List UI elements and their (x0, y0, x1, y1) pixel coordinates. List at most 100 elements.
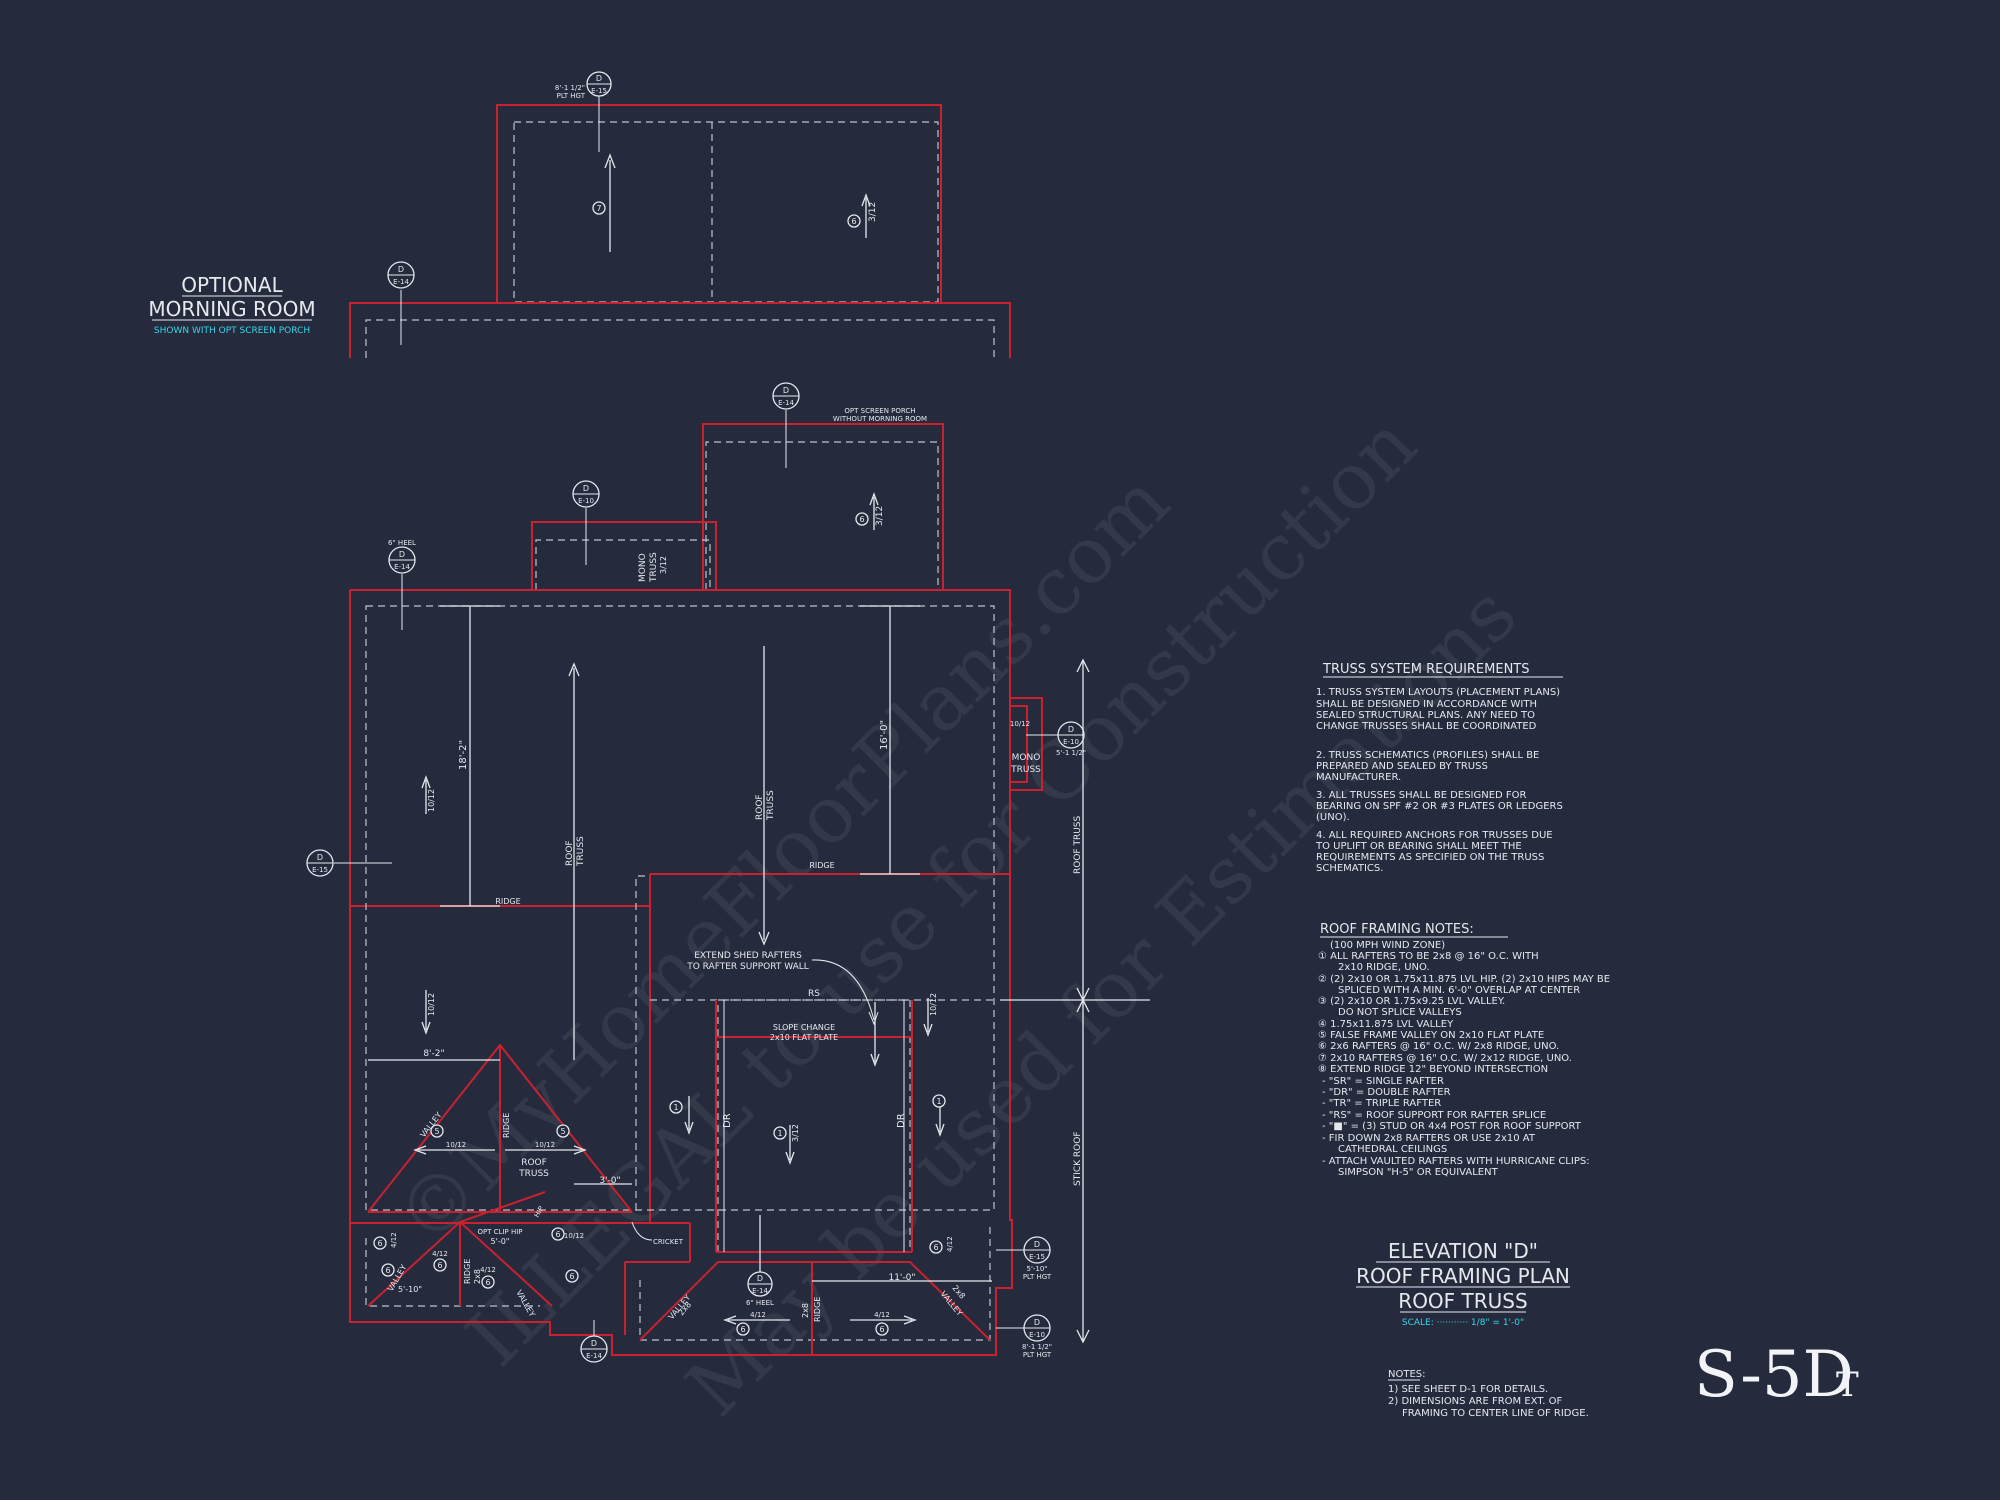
roof-framing-notes: ROOF FRAMING NOTES: (100 MPH WIND ZONE) … (1318, 922, 1610, 1178)
plate-height-value: 5'-10" (1026, 1265, 1047, 1273)
title-scale: SCALE: ··········· 1/8" = 1'-0" (1402, 1318, 1524, 1328)
section-bubble-sheet: E-14 (586, 1352, 602, 1360)
section-bubble-letter: D (583, 484, 589, 493)
truss-req-3c: (UNO). (1316, 812, 1350, 823)
plate-height-unit: PLT HGT (1023, 1351, 1052, 1359)
note-6-marker-label: 6 (385, 1266, 390, 1275)
note-6-marker-label: 6 (933, 1243, 938, 1252)
title-truss: ROOF TRUSS (1398, 1289, 1527, 1313)
section-bubble-sheet: E-10 (1029, 1331, 1045, 1339)
truss-req-4a: 4. ALL REQUIRED ANCHORS FOR TRUSSES DUE (1316, 830, 1553, 841)
pitch-label: 10/12 (564, 1232, 584, 1240)
note-6-marker-label: 6 (859, 515, 864, 524)
section-bubble-sheet: E-15 (591, 87, 607, 95)
section-bubble-sheet: E-15 (1029, 1253, 1045, 1261)
roof-note-line: - "RS" = ROOF SUPPORT FOR RAFTER SPLICE (1322, 1110, 1546, 1121)
note-6-marker (736, 1322, 750, 1336)
note-1-marker (773, 1126, 787, 1140)
rs-label: RS (808, 989, 820, 999)
porch-gable (639, 1261, 991, 1341)
dimension-5-10: 5'-10" (398, 1285, 422, 1294)
roof-note-line: ⑥ 2x6 RAFTERS @ 16" O.C. W/ 2x8 RIDGE, U… (1318, 1041, 1559, 1052)
roof-note-line: - ATTACH VAULTED RAFTERS WITH HURRICANE … (1322, 1156, 1590, 1167)
pitch-label: 4/12 (946, 1236, 954, 1252)
pitch-label: 10/12 (446, 1141, 466, 1149)
note-6-marker (551, 1227, 565, 1241)
note-5-marker (556, 1124, 570, 1138)
roof-note-line: - FIR DOWN 2x8 RAFTERS OR USE 2x10 AT (1322, 1133, 1536, 1144)
dimension-8-2: 8'-2" (423, 1049, 444, 1059)
roof-note-line: ⑦ 2x10 RAFTERS @ 16" O.C. W/ 2x12 RIDGE,… (1318, 1053, 1572, 1064)
dimension-16-0: 16'-0" (879, 720, 890, 750)
note-7-marker-label: 7 (596, 204, 601, 213)
roof-note-line: - "■" = (3) STUD OR 4x4 POST FOR ROOF SU… (1322, 1121, 1582, 1132)
section-bubble-letter: D (783, 386, 789, 395)
roof-label: ROOF (521, 1158, 547, 1168)
opt-clip-hip-label: OPT CLIP HIP (477, 1228, 522, 1236)
dr-label-left: DR (722, 1113, 733, 1128)
cricket-label: CRICKET (653, 1238, 684, 1246)
arrow-head (684, 1121, 694, 1135)
ridge-label-left: RIDGE (495, 897, 520, 906)
arrow-head (923, 1023, 933, 1037)
roof-notes-title: ROOF FRAMING NOTES: (1320, 922, 1474, 937)
stick-roof-extent-label: STICK ROOF (1073, 1131, 1083, 1186)
cricket-leader (631, 1221, 653, 1241)
arrow-head (413, 1145, 427, 1155)
note-1-marker-label: 1 (777, 1129, 782, 1138)
note-6-marker-label: 6 (851, 217, 856, 226)
section-bubble-letter: D (1034, 1240, 1040, 1249)
plate-height-unit: PLT HGT (1023, 1273, 1052, 1281)
dimension-5-0: 5'-0" (491, 1237, 510, 1246)
mono-label: MONO (638, 553, 648, 582)
pitch-label: 4/12 (480, 1266, 496, 1274)
pitch-label: 3/12 (659, 556, 668, 574)
note-5-marker-label: 5 (434, 1127, 439, 1136)
note-6-marker-label: 6 (437, 1261, 442, 1270)
note-6-marker-label: 6 (879, 1325, 884, 1334)
roof-label: ROOF (565, 840, 575, 866)
right-mono-bump-inner (1009, 705, 1028, 783)
roof-note-line: SPLICED WITH A MIN. 6'-0" OVERLAP AT CEN… (1338, 985, 1580, 996)
opt-screen-porch-label: OPT SCREEN PORCH (844, 407, 915, 415)
arrow-head (870, 1053, 880, 1067)
ridge-label: RIDGE (813, 1297, 822, 1322)
pitch-label: 10/12 (1010, 720, 1030, 728)
optional-room-subtitle: SHOWN WITH OPT SCREEN PORCH (154, 326, 310, 336)
roof-note-line: SIMPSON "H-5" OR EQUIVALENT (1338, 1167, 1499, 1178)
optional-room-line-2: MORNING ROOM (148, 297, 315, 321)
screen-porch-framing (705, 441, 939, 590)
roof-note-line: - "DR" = DOUBLE RAFTER (1322, 1087, 1451, 1098)
flat-plate-label: 2x10 FLAT PLATE (770, 1033, 838, 1042)
upper-house-wall (349, 302, 1011, 358)
truss-requirements: TRUSS SYSTEM REQUIREMENTS 1. TRUSS SYSTE… (1315, 662, 1563, 874)
note-1-marker (932, 1094, 946, 1108)
roof-note-line: CATHEDRAL CEILINGS (1338, 1144, 1447, 1155)
note-6-marker-label: 6 (377, 1239, 382, 1248)
note-5-marker (430, 1124, 444, 1138)
section-bubble-sheet: E-15 (312, 866, 328, 874)
morning-room-block: 7 6 3/12 D E-15 8'-1 1/2" PLT HGT (496, 71, 942, 304)
rafter-arrow-head (869, 492, 879, 506)
six-heel-label: 6" HEEL (388, 539, 416, 547)
mono-bump-framing (535, 539, 711, 590)
dr-label-right: DR (896, 1113, 907, 1128)
roof-note-line: - "SR" = SINGLE RAFTER (1322, 1076, 1444, 1087)
mono-label-right: MONO (1012, 753, 1041, 763)
front-framing (365, 1238, 540, 1307)
arrow-head (568, 662, 580, 677)
two-by-eight-label: 2x8 (801, 1303, 810, 1318)
pitch-label: 4/12 (874, 1311, 890, 1319)
note-6-marker (433, 1258, 447, 1272)
main-framing (365, 605, 995, 1211)
rafter-arrow-head (604, 153, 616, 169)
section-bubble-sheet: E-14 (393, 278, 409, 286)
note-6-marker (481, 1275, 495, 1289)
section-bubble-sheet: E-10 (578, 497, 594, 505)
roof-note-line: ② (2) 2x10 OR 1.75x11.875 LVL HIP. (2) 2… (1318, 974, 1610, 985)
truss-req-1d: CHANGE TRUSSES SHALL BE COORDINATED (1316, 721, 1537, 732)
two-by-eight-label: 2x8 (473, 1269, 482, 1284)
watermark-line-2: ILLEGAL to use for Construction (450, 399, 1434, 1383)
drawing-title-block: ELEVATION "D" ROOF FRAMING PLAN ROOF TRU… (1356, 1239, 1570, 1328)
